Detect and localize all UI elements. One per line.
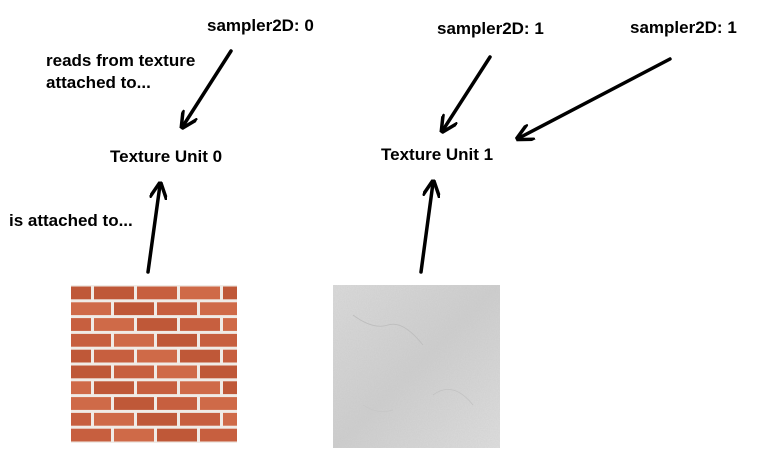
brick bbox=[200, 302, 237, 316]
brick bbox=[180, 318, 220, 331]
brick bbox=[180, 349, 220, 363]
is-attached-to-label: is attached to... bbox=[9, 211, 133, 230]
sampler-0-label: sampler2D: 0 bbox=[207, 16, 314, 35]
brick bbox=[223, 412, 237, 426]
brick bbox=[114, 333, 154, 347]
brick-wall-texture-image bbox=[71, 285, 237, 443]
brick bbox=[114, 397, 154, 410]
brick bbox=[223, 318, 237, 331]
brick bbox=[71, 428, 111, 442]
concrete-texture-image bbox=[333, 285, 500, 448]
brick bbox=[137, 412, 177, 426]
brick bbox=[137, 349, 177, 363]
arrow-brick-to-unit0 bbox=[146, 185, 160, 274]
brick bbox=[71, 302, 111, 316]
sampler-1-label-left: sampler2D: 1 bbox=[437, 19, 544, 38]
brick bbox=[180, 286, 220, 300]
brick bbox=[157, 397, 197, 410]
brick bbox=[71, 365, 111, 379]
brick bbox=[71, 318, 91, 331]
brick bbox=[200, 428, 237, 442]
brick bbox=[114, 302, 154, 316]
brick bbox=[71, 286, 91, 300]
brick bbox=[200, 333, 237, 347]
brick bbox=[157, 302, 197, 316]
brick bbox=[223, 349, 237, 363]
brick bbox=[94, 412, 134, 426]
sampler-1-label-right: sampler2D: 1 bbox=[630, 18, 737, 37]
arrow-sampler1-left-to-unit1 bbox=[443, 55, 492, 130]
brick bbox=[180, 381, 220, 395]
brick bbox=[137, 286, 177, 300]
brick bbox=[200, 397, 237, 410]
brick bbox=[157, 365, 197, 379]
reads-from-texture-label: reads from texture attached to... bbox=[46, 51, 196, 92]
arrow-concrete-to-unit1 bbox=[419, 183, 433, 274]
brick bbox=[71, 397, 111, 410]
brick bbox=[180, 412, 220, 426]
brick bbox=[223, 286, 237, 300]
brick bbox=[94, 349, 134, 363]
brick bbox=[94, 286, 134, 300]
brick bbox=[157, 333, 197, 347]
brick bbox=[71, 349, 91, 363]
brick bbox=[137, 318, 177, 331]
brick bbox=[137, 381, 177, 395]
brick bbox=[223, 381, 237, 395]
texture-unit-0-label: Texture Unit 0 bbox=[110, 147, 223, 166]
brick bbox=[157, 428, 197, 442]
brick bbox=[71, 381, 91, 395]
brick bbox=[94, 381, 134, 395]
arrow-sampler1-right-to-unit1 bbox=[519, 57, 672, 138]
brick bbox=[94, 318, 134, 331]
texture-unit-1-label: Texture Unit 1 bbox=[381, 145, 494, 164]
brick bbox=[71, 333, 111, 347]
brick bbox=[200, 365, 237, 379]
brick bbox=[114, 428, 154, 442]
brick bbox=[114, 365, 154, 379]
brick bbox=[71, 412, 91, 426]
